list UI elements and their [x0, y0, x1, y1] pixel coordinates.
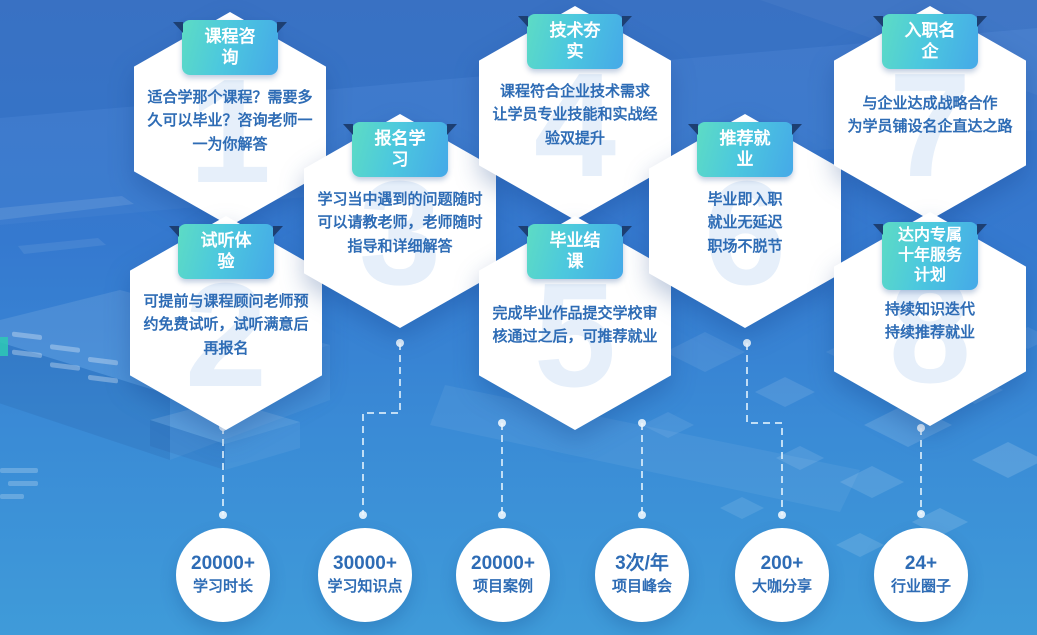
- card-ribbon: 报名学习: [352, 122, 448, 177]
- card-description: 适合学那个课程？需要多 久可以毕业？咨询老师一 一为你解答: [147, 89, 313, 153]
- flow-connector-2: [362, 343, 401, 515]
- stat-circle-knowledge-points: 30000+ 学习知识点: [318, 528, 412, 622]
- hex-card-job-recommend: 6 推荐就业 毕业即入职 就业无延迟 职场不脱节: [649, 114, 841, 328]
- card-number-watermark: 3: [358, 151, 442, 316]
- card-ribbon: 推荐就业: [697, 122, 793, 177]
- stat-label: 学习知识点: [327, 578, 403, 596]
- stat-value: 30000+: [333, 553, 397, 575]
- card-number-watermark: 7: [888, 43, 972, 208]
- card-description: 与企业达成战略合作 为学员铺设名企直达之路: [847, 94, 1013, 136]
- stat-value: 3次/年: [615, 553, 669, 575]
- card-ribbon: 课程咨询: [182, 20, 278, 75]
- card-number-watermark: 1: [188, 49, 272, 214]
- hex-card-ten-year-service: 8 达内专属 十年服务计划 持续知识迭代 持续推荐就业: [834, 212, 1026, 426]
- teal-accent: [0, 337, 8, 356]
- card-number-watermark: 4: [533, 43, 617, 208]
- stat-label: 大咖分享: [751, 578, 812, 596]
- stat-circle-study-hours: 20000+ 学习时长: [176, 528, 270, 622]
- stat-value: 200+: [760, 553, 804, 575]
- card-number-watermark: 6: [703, 151, 787, 316]
- hex-card-top-company: 7 入职名企 与企业达成战略合作 为学员铺设名企直达之路: [834, 6, 1026, 220]
- card-description: 完成毕业作品提交学校审 核通过之后，可推荐就业: [492, 304, 658, 346]
- hex-card-trial-experience: 2 试听体验 可提前与课程顾问老师预 约免费试听，试听满意后 再报名: [130, 216, 322, 430]
- stat-label: 项目峰会: [611, 578, 672, 596]
- card-description: 可提前与课程顾问老师预 约免费试听，试听满意后 再报名: [143, 293, 309, 357]
- stat-value: 20000+: [191, 553, 255, 575]
- hex-card-course-consult: 1 课程咨询 适合学那个课程？需要多 久可以毕业？咨询老师一 一为你解答: [134, 12, 326, 226]
- stat-label: 项目案例: [472, 578, 533, 596]
- card-description: 毕业即入职 就业无延迟 职场不脱节: [707, 191, 783, 255]
- hex-card-graduation: 5 毕业结课 完成毕业作品提交学校审 核通过之后，可推荐就业: [479, 216, 671, 430]
- stat-value: 20000+: [471, 553, 535, 575]
- stat-label: 学习时长: [192, 578, 253, 596]
- hex-card-skill-building: 4 技术夯实 课程符合企业技术需求 让学员专业技能和实战经 验双提升: [479, 6, 671, 220]
- stat-circle-expert-shares: 200+ 大咖分享: [735, 528, 829, 622]
- stat-circle-project-summits: 3次/年 项目峰会: [595, 528, 689, 622]
- hex-card-enroll-study: 3 报名学习 学习当中遇到的问题随时 可以请教老师，老师随时 指导和详细解答: [304, 114, 496, 328]
- stat-circle-industry-circles: 24+ 行业圈子: [874, 528, 968, 622]
- card-number-watermark: 5: [533, 253, 617, 418]
- card-ribbon: 入职名企: [882, 14, 978, 69]
- card-number-watermark: 2: [184, 253, 268, 418]
- card-description: 课程符合企业技术需求 让学员专业技能和实战经 验双提升: [492, 83, 658, 147]
- card-description: 持续知识迭代 持续推荐就业: [884, 300, 975, 342]
- stat-label: 行业圈子: [890, 578, 951, 596]
- stat-circle-project-cases: 20000+ 项目案例: [456, 528, 550, 622]
- left-dashes: [0, 468, 38, 499]
- card-ribbon: 达内专属 十年服务计划: [882, 222, 978, 290]
- stat-value: 24+: [904, 553, 938, 575]
- card-description: 学习当中遇到的问题随时 可以请教老师，老师随时 指导和详细解答: [317, 191, 483, 255]
- card-ribbon: 试听体验: [178, 224, 274, 279]
- flow-connector-5: [746, 343, 783, 515]
- card-ribbon: 技术夯实: [527, 14, 623, 69]
- card-ribbon: 毕业结课: [527, 224, 623, 279]
